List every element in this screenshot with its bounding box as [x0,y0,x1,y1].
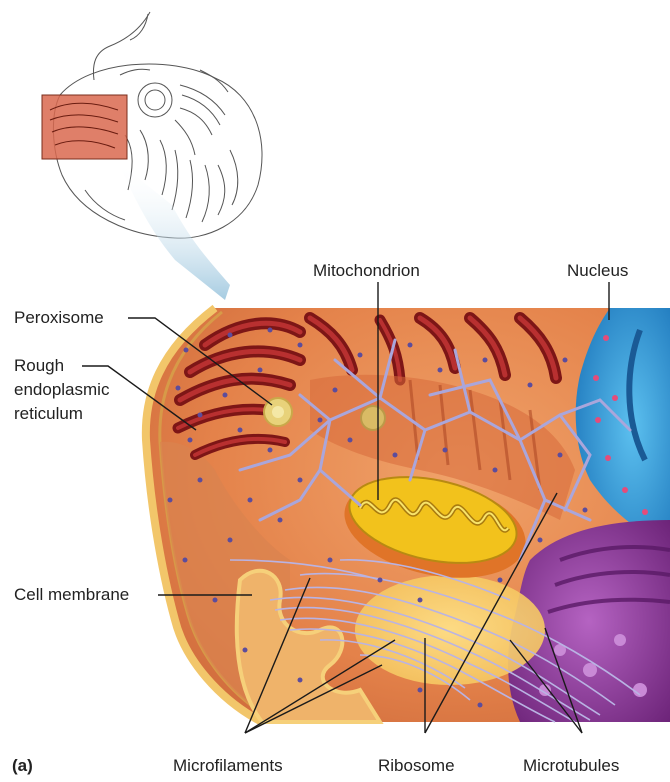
panel-label: (a) [12,755,33,777]
ribosome-label: Ribosome [378,755,455,777]
mitochondrion-label: Mitochondrion [313,260,420,282]
microfilaments-label: Microfilaments [173,755,283,777]
rough-er-label-line1: Rough [14,355,64,377]
nucleus-label: Nucleus [567,260,628,282]
microtubules-label: Microtubules [523,755,619,777]
rough-er-label-line2: endoplasmic [14,379,109,401]
rough-er-label-line3: reticulum [14,403,83,425]
cell-membrane-label: Cell membrane [14,584,129,606]
peroxisome-label: Peroxisome [14,307,104,329]
